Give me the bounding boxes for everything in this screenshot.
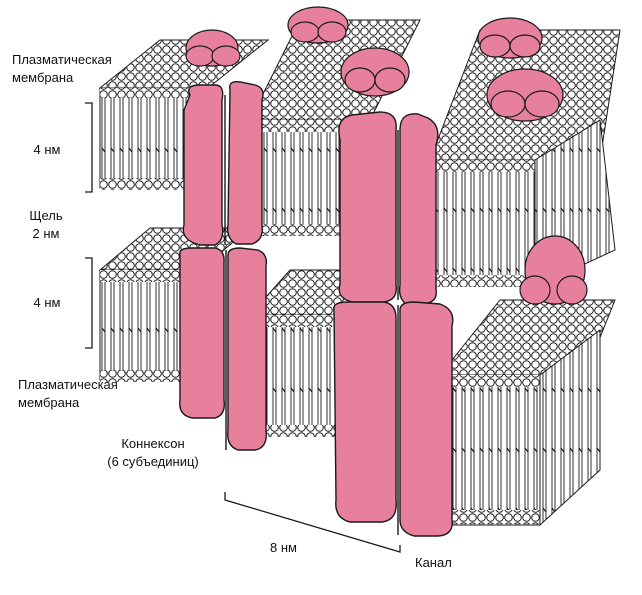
gap-label-1: Щель xyxy=(29,208,63,223)
bracket-bottom-4nm xyxy=(85,257,93,349)
connexon-left xyxy=(179,80,268,451)
top-membrane-label-2: мембрана xyxy=(12,70,74,85)
connexon-center xyxy=(333,111,454,537)
connexon-top-2 xyxy=(287,6,349,44)
connexon-top-6 xyxy=(519,235,588,305)
connexon-top-5 xyxy=(486,68,564,122)
connexon-label-1: Коннексон xyxy=(121,436,185,451)
lower-right-block-side xyxy=(539,329,601,527)
bracket-top-4nm xyxy=(85,102,93,193)
upper-middle-block-face xyxy=(249,119,351,236)
lower-left-block-face xyxy=(99,269,181,381)
gap-label-2: 2 нм xyxy=(32,226,60,241)
channel-label: Канал xyxy=(415,555,452,570)
connexon-top-4 xyxy=(340,47,410,97)
top-membrane-label-1: Плазматическая xyxy=(12,52,112,67)
upper-right-block-face xyxy=(429,159,536,286)
connexon-top-3 xyxy=(477,17,543,59)
connexon-top-1 xyxy=(185,29,241,67)
bottom-membrane-label-1: Плазматическая xyxy=(18,377,118,392)
thickness-top-label: 4 нм xyxy=(33,142,61,157)
width-label: 8 нм xyxy=(270,540,297,555)
upper-left-block-top xyxy=(98,39,270,89)
bracket-8nm xyxy=(224,492,401,553)
bottom-membrane-label-2: мембрана xyxy=(18,395,80,410)
dimension-marks xyxy=(85,102,401,553)
lower-right-block-face xyxy=(439,374,541,526)
connexon-tops xyxy=(185,6,588,305)
connexon-label-2: (6 субъединиц) xyxy=(107,454,199,469)
thickness-bottom-label: 4 нм xyxy=(33,295,61,310)
